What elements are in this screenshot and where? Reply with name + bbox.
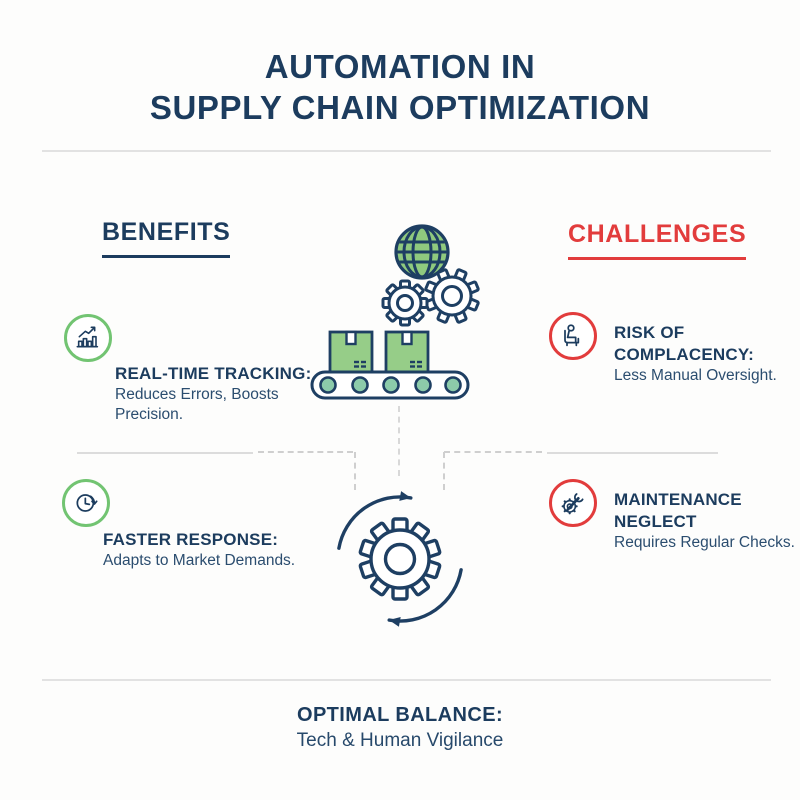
mid-divider-solid-left — [77, 452, 253, 454]
benefit-realtime-desc-line1: Reduces Errors, Boosts — [115, 386, 279, 403]
mid-divider-dashed-right — [444, 451, 542, 453]
challenge-complacency-desc: Less Manual Oversight. — [614, 367, 777, 384]
challenges-heading: CHALLENGES — [568, 220, 747, 260]
large-gear-icon — [358, 517, 442, 601]
footer-subtitle: Tech & Human Vigilance — [296, 730, 504, 751]
box-right-icon — [384, 330, 430, 374]
benefit-response-ring — [62, 479, 110, 527]
challenge-maintenance-item: MAINTENANCE NEGLECT Requires Regular Che… — [614, 489, 795, 553]
globe-gears-conveyor-illustration — [310, 224, 480, 400]
challenge-complacency-title-line1: RISK OF — [614, 323, 685, 342]
globe-icon — [394, 224, 450, 280]
page-title-line1: AUTOMATION IN — [264, 48, 536, 85]
benefit-realtime-ring — [64, 314, 112, 362]
benefit-response-title: FASTER RESPONSE: — [103, 530, 279, 549]
benefit-response-desc-line1: Adapts to Market Demands. — [103, 552, 296, 569]
bottom-divider — [42, 679, 771, 681]
footer: OPTIMAL BALANCE: Tech & Human Vigilance — [0, 702, 800, 753]
benefit-response-item: FASTER RESPONSE: Adapts to Market Demand… — [103, 529, 295, 571]
connector-dashed-center — [398, 406, 400, 476]
cycle-arrows-icon — [337, 491, 463, 627]
challenge-complacency-item: RISK OF COMPLACENCY: Less Manual Oversig… — [614, 322, 777, 386]
clock-refresh-icon — [76, 494, 98, 512]
challenge-complacency-title-line2: COMPLACENCY: — [614, 345, 754, 364]
top-divider — [42, 150, 771, 152]
benefits-heading: BENEFITS — [102, 218, 231, 258]
connector-dashed-left — [354, 452, 356, 490]
bar-chart-growth-icon — [76, 326, 99, 348]
mid-divider-solid-right — [547, 452, 718, 454]
benefit-realtime-desc-line2: Precision. — [115, 406, 184, 423]
gear-cycle-icon — [337, 491, 463, 627]
gear-right-icon — [424, 268, 480, 324]
challenge-complacency-ring — [549, 312, 597, 360]
person-relaxing-icon — [564, 324, 580, 347]
page-title-line2: SUPPLY CHAIN OPTIMIZATION — [149, 89, 651, 126]
challenge-maintenance-title-line1: MAINTENANCE — [614, 490, 742, 509]
wrench-gear-icon — [561, 493, 584, 515]
benefit-realtime-title: REAL-TIME TRACKING: — [115, 364, 312, 383]
box-left-icon — [328, 330, 374, 374]
footer-title: OPTIMAL BALANCE: — [296, 704, 504, 726]
conveyor-belt-icon — [310, 370, 470, 400]
connector-dashed-right — [443, 452, 445, 490]
page-title: AUTOMATION IN SUPPLY CHAIN OPTIMIZATION — [0, 46, 800, 128]
benefit-realtime-item: REAL-TIME TRACKING: Reduces Errors, Boos… — [115, 363, 311, 425]
gear-left-icon — [381, 279, 429, 327]
challenge-maintenance-title-line2: NEGLECT — [614, 512, 697, 531]
challenge-maintenance-desc: Requires Regular Checks. — [614, 534, 795, 551]
challenge-maintenance-ring — [549, 479, 597, 527]
mid-divider-dashed-left — [258, 451, 353, 453]
